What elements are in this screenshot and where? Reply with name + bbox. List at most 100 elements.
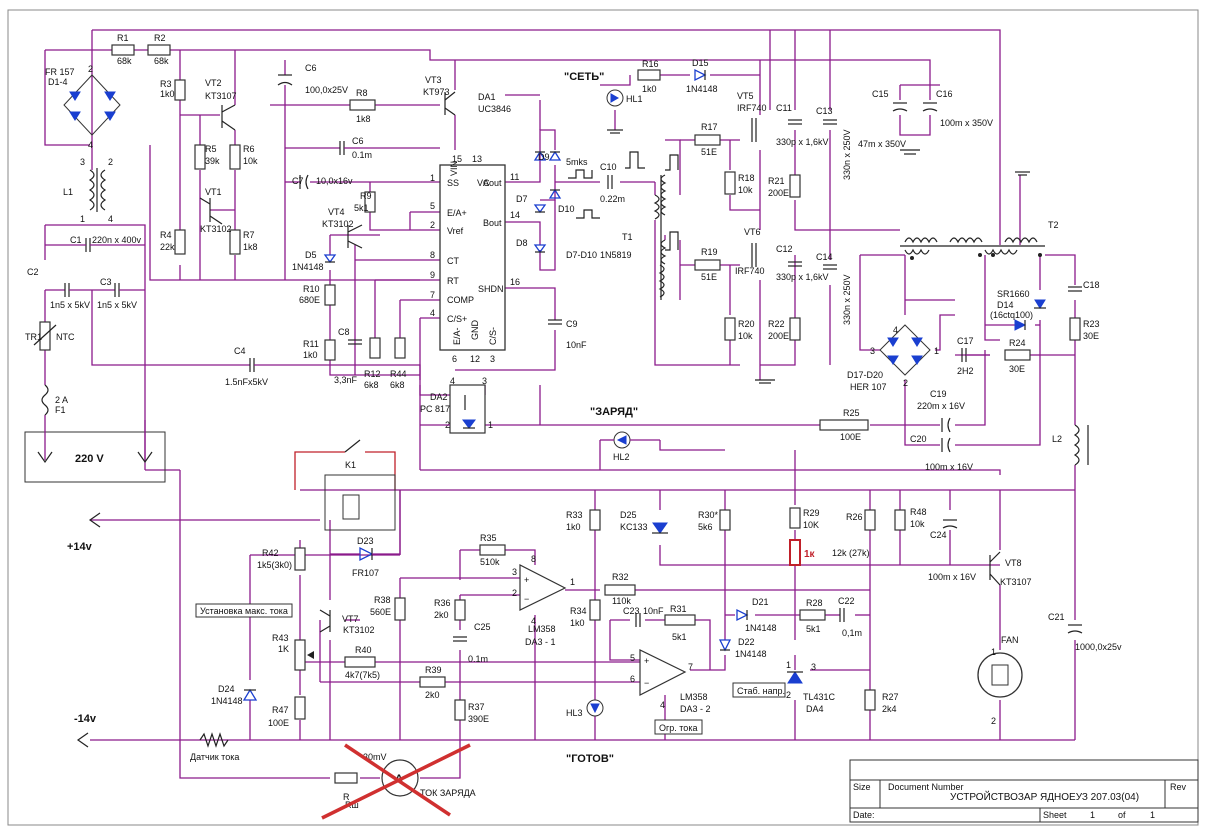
capacitor-c10: C10 0.22m xyxy=(600,162,625,204)
svg-text:D24: D24 xyxy=(218,684,235,694)
capacitor-c11: C11 330p x 1,6kV xyxy=(776,103,829,147)
title-block: Size Document Number УСТРОЙСТВОЗАР ЯДНОЕ… xyxy=(849,759,1199,823)
svg-text:R23: R23 xyxy=(1083,319,1100,329)
svg-text:FR 157: FR 157 xyxy=(45,67,75,77)
svg-text:VIN: VIN xyxy=(449,161,459,176)
resistor-r21: R21 200E xyxy=(768,174,801,198)
svg-text:C24: C24 xyxy=(930,530,947,540)
svg-text:R42: R42 xyxy=(262,548,279,558)
svg-text:3: 3 xyxy=(482,376,487,386)
svg-text:100m x 16V: 100m x 16V xyxy=(928,572,976,582)
resistor-r30: R30* 5k6 xyxy=(698,509,731,532)
svg-text:VT5: VT5 xyxy=(737,91,754,101)
svg-text:of: of xyxy=(1118,810,1126,820)
svg-text:L2: L2 xyxy=(1052,434,1062,444)
svg-text:10k: 10k xyxy=(243,156,258,166)
svg-text:IRF740: IRF740 xyxy=(735,266,765,276)
svg-text:TR1: TR1 xyxy=(25,332,42,342)
svg-text:1k0: 1k0 xyxy=(303,350,318,360)
svg-text:R7: R7 xyxy=(243,230,255,240)
svg-text:R48: R48 xyxy=(910,507,927,517)
svg-text:Date:: Date: xyxy=(853,810,875,820)
svg-text:2k0: 2k0 xyxy=(434,610,449,620)
capacitor-c6-top: C6 100,0x25V xyxy=(277,63,348,95)
svg-text:1k0: 1k0 xyxy=(570,618,585,628)
svg-text:5k1: 5k1 xyxy=(354,203,369,213)
svg-text:1: 1 xyxy=(934,346,939,356)
resistor-r19: R19 51E xyxy=(694,247,721,282)
svg-text:C22: C22 xyxy=(838,596,855,606)
svg-text:R4: R4 xyxy=(160,230,172,240)
svg-text:39k: 39k xyxy=(205,156,220,166)
diode-bridge-d1-4: FR 157 D1-4 2 4 xyxy=(45,64,121,150)
svg-text:+14v: +14v xyxy=(67,541,93,553)
capacitor-c7: C7 10,0x16v xyxy=(292,174,353,190)
svg-text:Size: Size xyxy=(853,782,871,792)
svg-text:10nF: 10nF xyxy=(643,606,664,616)
svg-text:1к: 1к xyxy=(804,549,816,560)
diode-bridge-d17-d20: 4 3 1 2 D17-D20 HER 107 xyxy=(847,324,939,392)
svg-text:CT: CT xyxy=(447,256,459,266)
transistor-vt7: VT7 KT3102 xyxy=(319,609,375,635)
svg-text:VT3: VT3 xyxy=(425,75,442,85)
resistor-r10: R10 680E xyxy=(299,284,336,306)
svg-text:2: 2 xyxy=(903,378,908,388)
capacitor-c24: C24 100m x 16V xyxy=(928,519,976,582)
svg-text:C/S+: C/S+ xyxy=(447,314,467,324)
resistor-r35: R35 510k xyxy=(479,533,506,567)
svg-text:4: 4 xyxy=(108,214,113,224)
svg-text:Document Number: Document Number xyxy=(888,782,964,792)
svg-text:PC 817: PC 817 xyxy=(420,404,450,414)
svg-text:R27: R27 xyxy=(882,692,899,702)
svg-text:13: 13 xyxy=(472,154,482,164)
resistor-r31: R31 5k1 xyxy=(664,604,696,642)
svg-text:680E: 680E xyxy=(299,295,320,305)
svg-text:C12: C12 xyxy=(776,244,793,254)
svg-text:30E: 30E xyxy=(1083,331,1099,341)
svg-text:Bout: Bout xyxy=(483,218,502,228)
svg-text:51E: 51E xyxy=(701,272,717,282)
svg-text:3: 3 xyxy=(80,157,85,167)
resistor-r42: R42 1k5(3k0) xyxy=(257,547,306,571)
svg-text:T1: T1 xyxy=(622,232,633,242)
svg-text:0.1m: 0.1m xyxy=(352,150,372,160)
resistor-r2: R2 68k xyxy=(147,33,171,66)
svg-text:C8: C8 xyxy=(338,327,350,337)
svg-text:100E: 100E xyxy=(268,718,289,728)
svg-text:12k (27k): 12k (27k) xyxy=(832,548,870,558)
svg-text:3: 3 xyxy=(512,567,517,577)
svg-text:12: 12 xyxy=(470,354,480,364)
svg-text:VT4: VT4 xyxy=(328,207,345,217)
current-sensor-shunt: Датчик тока xyxy=(190,732,239,762)
svg-text:D10: D10 xyxy=(558,204,575,214)
svg-text:UC3846: UC3846 xyxy=(478,104,511,114)
svg-text:D17-D20: D17-D20 xyxy=(847,370,883,380)
diode-d24: D24 1N4148 xyxy=(211,684,258,706)
svg-text:1N4148: 1N4148 xyxy=(292,262,324,272)
svg-text:GND: GND xyxy=(470,320,480,341)
svg-text:KT3107: KT3107 xyxy=(205,91,237,101)
svg-text:D15: D15 xyxy=(692,58,709,68)
diodes-d7-d10: D9 D7 D10 D8 D7-D10 1N5819 5mks xyxy=(516,150,632,260)
svg-text:7: 7 xyxy=(688,662,693,672)
svg-text:R6: R6 xyxy=(243,144,255,154)
resistor-r24: R24 30E xyxy=(1004,338,1031,374)
svg-text:D8: D8 xyxy=(516,238,528,248)
svg-text:HL1: HL1 xyxy=(626,94,643,104)
svg-text:VT1: VT1 xyxy=(205,187,222,197)
svg-text:C6: C6 xyxy=(352,136,364,146)
capacitor-c8: C8 3,3nF xyxy=(334,327,362,385)
opamp-da3-2: + − 5 6 7 4 LM358 DA3 - 2 xyxy=(630,649,711,714)
svg-text:C19: C19 xyxy=(930,389,947,399)
svg-text:SS: SS xyxy=(447,178,459,188)
resistor-r28: R28 5k1 xyxy=(799,598,826,634)
ready-label: "ГОТОВ" xyxy=(566,753,614,765)
svg-text:10k: 10k xyxy=(910,519,925,529)
svg-text:T2: T2 xyxy=(1048,220,1059,230)
svg-text:R18: R18 xyxy=(738,173,755,183)
capacitor-c9: C9 10nF xyxy=(548,319,587,350)
opamp-da3-1: + − 3 2 1 8 4 LM358 DA3 - 1 xyxy=(512,554,575,647)
svg-text:10K: 10K xyxy=(803,520,819,530)
resistor-r6: R6 10k xyxy=(229,144,258,170)
diode-d22: D22 1N4148 xyxy=(718,637,767,659)
